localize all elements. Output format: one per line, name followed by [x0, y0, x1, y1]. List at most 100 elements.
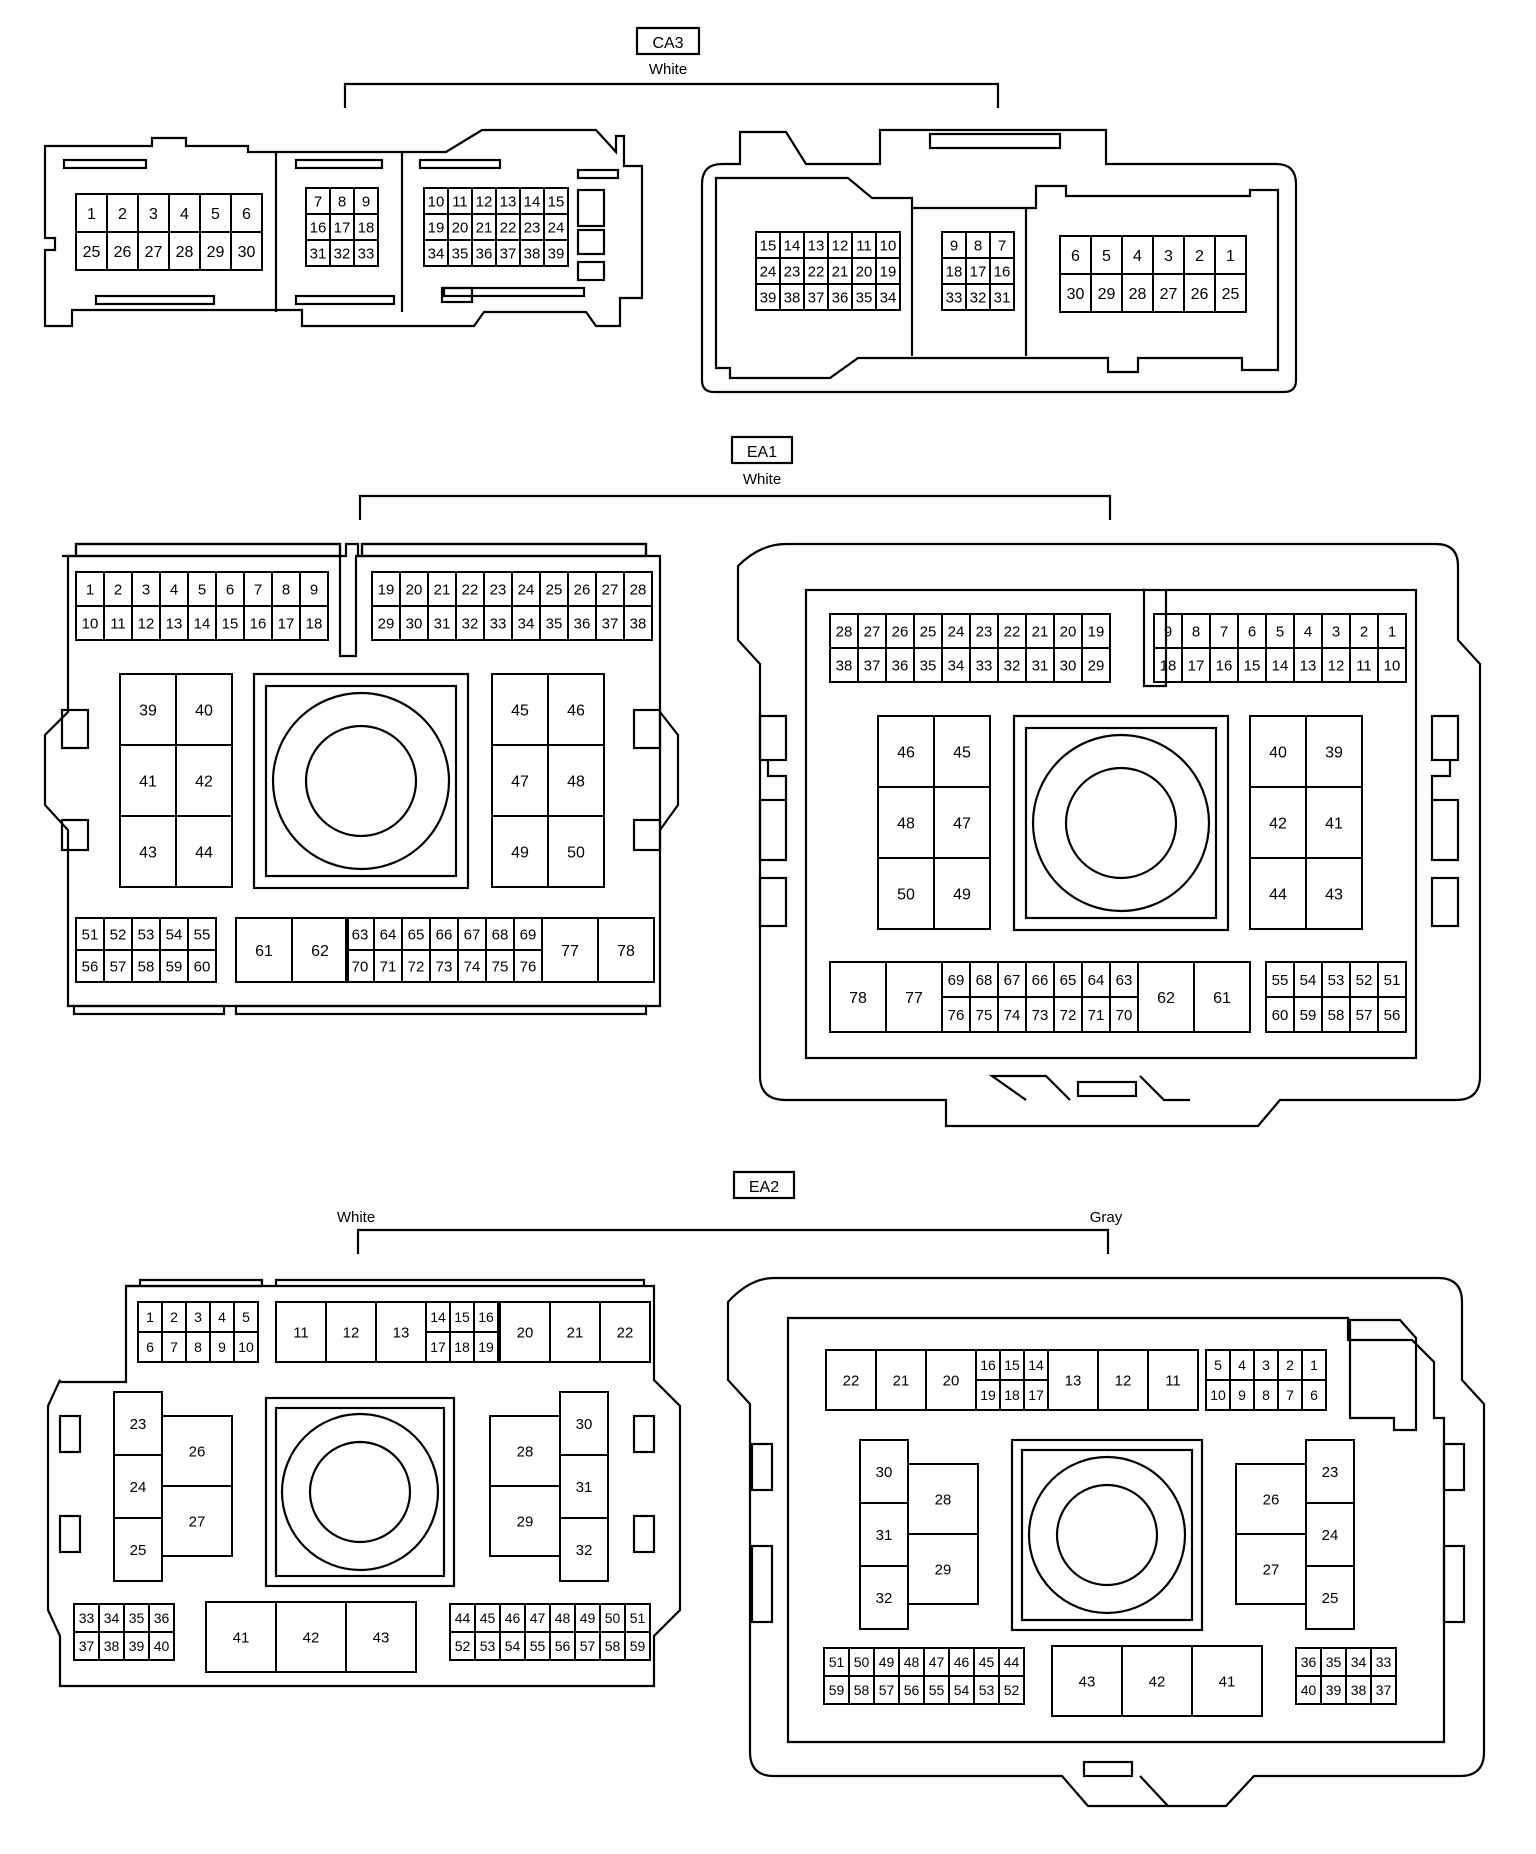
pin-number: 31 [994, 289, 1011, 306]
ca3-connector: CA3 White [43, 26, 1298, 394]
pin-cell [543, 239, 569, 267]
pin-number: 58 [605, 1638, 621, 1654]
pin-number: 10 [238, 1339, 254, 1355]
pin-number: 51 [630, 1610, 646, 1626]
pin-number: 20 [856, 263, 873, 280]
pin-number: 26 [892, 623, 909, 640]
pin-number: 27 [189, 1513, 206, 1530]
pin-number: 74 [1004, 1007, 1021, 1024]
pin-number: 11 [1356, 657, 1372, 674]
pin-cell [559, 1517, 609, 1582]
pin-number: 55 [1272, 972, 1289, 989]
pin-number: 9 [362, 193, 370, 210]
pin-number: 5 [211, 206, 220, 223]
pin-number: 26 [114, 244, 132, 261]
pin-number: 77 [905, 990, 923, 1007]
pin-cell [907, 1533, 979, 1605]
pin-number: 12 [343, 1324, 360, 1341]
pin-number: 31 [1032, 657, 1049, 674]
pin-number: 37 [808, 289, 825, 306]
pin-number: 67 [1004, 972, 1021, 989]
ca3-right-housing [700, 128, 1298, 394]
pin-number: 21 [1032, 623, 1049, 640]
pin-number: 3 [1262, 1357, 1270, 1373]
pin-number: 4 [180, 206, 189, 223]
pin-number: 29 [378, 615, 395, 632]
pin-number: 48 [567, 773, 585, 790]
pin-number: 19 [428, 219, 445, 236]
pin-number: 76 [948, 1007, 965, 1024]
pin-number: 27 [864, 623, 881, 640]
pin-number: 12 [1115, 1372, 1132, 1389]
ea1-label: EA1 [747, 444, 777, 461]
pin-cell [989, 283, 1015, 311]
pin-number: 26 [189, 1443, 206, 1460]
pin-cell [1370, 1675, 1397, 1705]
pin-number: 49 [511, 844, 529, 861]
pin-number: 36 [1301, 1654, 1317, 1670]
pin-number: 71 [380, 958, 397, 975]
pin-number: 9 [1164, 623, 1172, 640]
pin-cell [624, 1631, 651, 1661]
pin-number: 5 [242, 1309, 250, 1325]
pin-number: 39 [760, 289, 777, 306]
pin-number: 37 [602, 615, 619, 632]
pin-number: 57 [879, 1682, 895, 1698]
pin-number: 24 [760, 263, 777, 280]
pin-number: 39 [1325, 744, 1343, 761]
pin-number: 20 [452, 219, 469, 236]
pin-number: 63 [1116, 972, 1133, 989]
ea2-left-bolt-ring [280, 1412, 440, 1572]
pin-number: 7 [170, 1339, 178, 1355]
pin-number: 22 [808, 263, 825, 280]
pin-number: 17 [1188, 657, 1205, 674]
pin-number: 35 [1326, 1654, 1342, 1670]
pin-number: 47 [953, 815, 971, 832]
pin-number: 36 [154, 1610, 170, 1626]
pin-number: 2 [1286, 1357, 1294, 1373]
ea1-right-bolt-ring [1031, 733, 1211, 913]
pin-cell [187, 949, 217, 983]
pin-number: 3 [142, 581, 150, 598]
pin-number: 47 [511, 773, 529, 790]
pin-number: 21 [893, 1372, 910, 1389]
pin-number: 49 [953, 886, 971, 903]
ea2-label-box [732, 1170, 796, 1200]
pin-number: 4 [218, 1309, 226, 1325]
pin-number: 59 [166, 958, 183, 975]
pin-number: 58 [854, 1682, 870, 1698]
pin-number: 44 [1269, 886, 1287, 903]
ea1-left-well-inner [264, 684, 458, 878]
pin-number: 46 [567, 702, 585, 719]
pin-number: 28 [176, 244, 194, 261]
ea2-left-well-inner [274, 1406, 446, 1578]
pin-number: 41 [1325, 815, 1343, 832]
pin-number: 6 [226, 581, 234, 598]
pin-cell [875, 283, 901, 311]
pin-number: 44 [455, 1610, 471, 1626]
pin-number: 42 [303, 1629, 320, 1646]
ea1-right-housing [736, 542, 1482, 1128]
pin-number: 1 [86, 581, 94, 598]
pin-number: 72 [1060, 1007, 1077, 1024]
pin-number: 66 [436, 926, 453, 943]
pin-number: 23 [976, 623, 993, 640]
pin-number: 68 [492, 926, 509, 943]
pin-number: 22 [843, 1372, 860, 1389]
pin-number: 40 [154, 1638, 170, 1654]
pin-number: 50 [605, 1610, 621, 1626]
pin-number: 51 [1384, 972, 1401, 989]
